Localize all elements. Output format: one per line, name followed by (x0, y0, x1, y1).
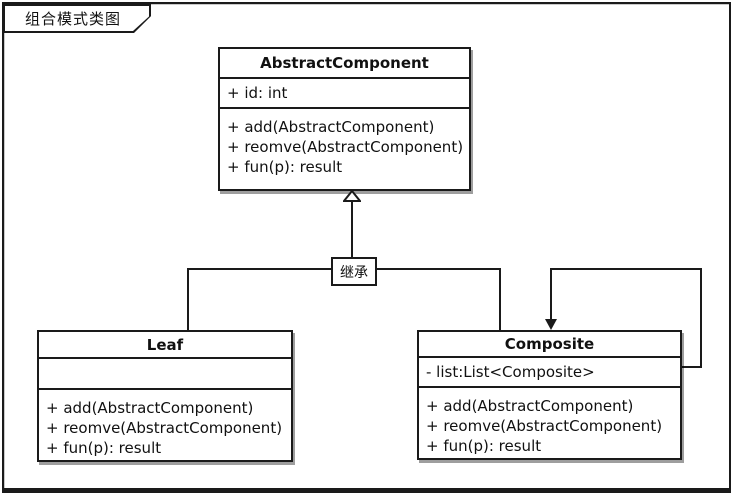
diagram-title: 组合模式类图 (25, 10, 122, 28)
method-item: + fun(p): result (426, 437, 542, 455)
class-leaf-title: Leaf (39, 332, 291, 359)
method-item: + add(AbstractComponent) (426, 397, 634, 415)
class-composite-methods: + add(AbstractComponent) + reomve(Abstra… (419, 388, 680, 458)
class-abstract-component-title: AbstractComponent (220, 49, 469, 79)
leaf-drop-line (187, 268, 189, 332)
self-loop-arrow-drop-line (550, 268, 552, 321)
method-item: + add(AbstractComponent) (46, 399, 254, 417)
class-abstract-component: AbstractComponent + id: int + add(Abstra… (218, 47, 471, 191)
self-loop-right-line (700, 268, 702, 368)
method-item: + add(AbstractComponent) (227, 118, 435, 136)
class-leaf-methods: + add(AbstractComponent) + reomve(Abstra… (39, 390, 291, 460)
composite-drop-line (499, 268, 501, 332)
method-item: + fun(p): result (227, 158, 343, 176)
method-item: + reomve(AbstractComponent) (227, 138, 464, 156)
class-composite: Composite - list:List<Composite> + add(A… (417, 330, 682, 460)
inheritance-label: 继承 (331, 257, 377, 286)
class-abstract-component-methods: + add(AbstractComponent) + reomve(Abstra… (220, 109, 469, 189)
inheritance-triangle-icon (343, 190, 361, 202)
method-item: + fun(p): result (46, 439, 162, 457)
self-loop-arrowhead-icon (545, 319, 557, 330)
inheritance-label-text: 继承 (340, 264, 368, 281)
class-leaf: Leaf + add(AbstractComponent) + reomve(A… (37, 330, 293, 462)
method-item: + reomve(AbstractComponent) (46, 419, 283, 437)
class-composite-title: Composite (419, 332, 680, 358)
self-loop-bottom-line (681, 366, 702, 368)
class-abstract-component-attribute: + id: int (227, 84, 288, 102)
inheritance-riser-line (351, 200, 353, 270)
diagram-title-tab: 组合模式类图 (3, 4, 151, 33)
self-loop-top-line (551, 268, 702, 270)
method-item: + reomve(AbstractComponent) (426, 417, 663, 435)
class-composite-attribute: - list:List<Composite> (426, 363, 595, 381)
class-leaf-attributes-empty (39, 359, 291, 390)
